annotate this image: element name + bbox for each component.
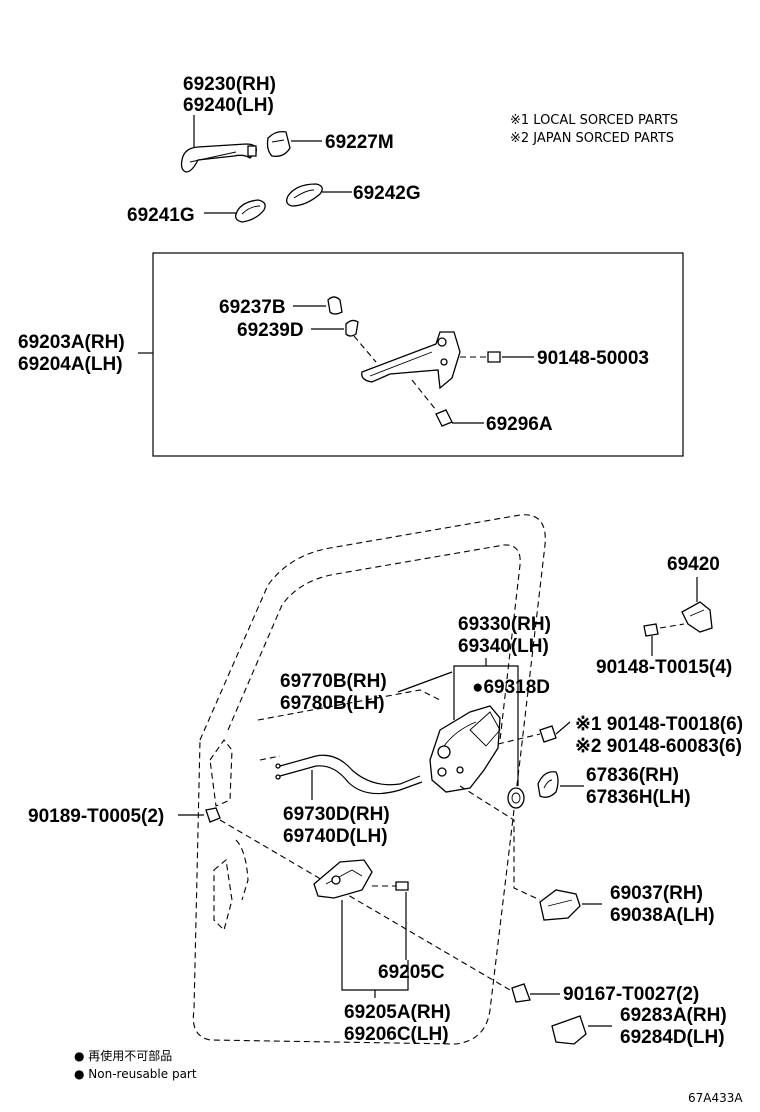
- label-69296A[interactable]: 69296A: [486, 414, 553, 435]
- label-69227M[interactable]: 69227M: [325, 132, 394, 153]
- label-69240[interactable]: 69240(LH): [183, 95, 274, 116]
- seal-67836-shape: [537, 771, 559, 798]
- label-90189[interactable]: 90189-T0005(2): [28, 806, 164, 827]
- label-69203A[interactable]: 69203A(RH): [18, 332, 125, 353]
- label-69318D[interactable]: ●69318D: [472, 677, 550, 698]
- label-69284D[interactable]: 69284D(LH): [620, 1027, 725, 1048]
- note-local-sourced: ※1 LOCAL SORCED PARTS: [510, 113, 678, 128]
- label-90148-T0018[interactable]: ※1 90148-T0018(6): [575, 714, 743, 735]
- screw-90148-T0018: [539, 725, 557, 743]
- label-67836H[interactable]: 67836H(LH): [586, 787, 691, 808]
- inside-handle-shape: [313, 859, 373, 899]
- legend: ● 再使用不可部品 ● Non-reusable part: [74, 1048, 197, 1081]
- handle-pad-shape: [286, 183, 323, 207]
- bolt-90148-T0015: [643, 623, 659, 637]
- label-69204A[interactable]: 69204A(LH): [18, 354, 123, 375]
- door-striker-shape: [681, 601, 713, 633]
- label-69283A[interactable]: 69283A(RH): [620, 1005, 727, 1026]
- label-67836[interactable]: 67836(RH): [586, 765, 679, 786]
- outside-handle-group: 69230(RH) 69240(LH) 69227M 69242G 69241G…: [127, 74, 678, 226]
- label-90148-50003[interactable]: 90148-50003: [537, 348, 649, 369]
- lock-cable-upper: [279, 754, 421, 786]
- screw-90167: [511, 983, 531, 1003]
- label-69205C[interactable]: 69205C: [378, 962, 445, 983]
- clip-90189: [205, 807, 221, 823]
- label-69237B[interactable]: 69237B: [219, 297, 286, 318]
- lock-cable-lower: [279, 765, 423, 795]
- label-69206C[interactable]: 69206C(LH): [344, 1024, 449, 1045]
- label-69242G[interactable]: 69242G: [353, 183, 421, 204]
- legend-non-reusable-jp: ● 再使用不可部品: [74, 1048, 172, 1063]
- label-69330[interactable]: 69330(RH): [458, 614, 551, 635]
- label-69780B[interactable]: 69780B(LH): [280, 693, 385, 714]
- door-lock-group: 69420 90148-T0015(4) 69330(RH) 69340(LH)…: [28, 514, 743, 1048]
- label-90167[interactable]: 90167-T0027(2): [563, 984, 699, 1005]
- label-90148-T0015[interactable]: 90148-T0015(4): [596, 657, 732, 678]
- bolt-90148-50003: [487, 351, 501, 363]
- handle-cap-shape: [266, 130, 291, 157]
- outside-handle-shape: [180, 143, 257, 173]
- screw-69205C: [395, 881, 409, 891]
- handle-pad-small-shape: [234, 199, 266, 223]
- label-69038A[interactable]: 69038A(LH): [610, 905, 715, 926]
- label-69340[interactable]: 69340(LH): [458, 636, 549, 657]
- door-outline: [192, 514, 546, 1045]
- label-69770B[interactable]: 69770B(RH): [280, 671, 387, 692]
- label-90148-60083[interactable]: ※2 90148-60083(6): [575, 736, 742, 757]
- label-69420[interactable]: 69420: [667, 554, 720, 575]
- legend-non-reusable-en: ● Non-reusable part: [74, 1067, 197, 1081]
- label-69230[interactable]: 69230(RH): [183, 74, 276, 95]
- figure-code: 67A433A: [688, 1091, 743, 1105]
- label-69205A[interactable]: 69205A(RH): [344, 1002, 451, 1023]
- handle-frame-box: 69203A(RH) 69204A(LH) 69237B 69239D 9014…: [18, 252, 684, 457]
- door-lock-shape: [429, 705, 501, 793]
- label-69241G[interactable]: 69241G: [127, 205, 195, 226]
- label-69037[interactable]: 69037(RH): [610, 883, 703, 904]
- note-japan-sourced: ※2 JAPAN SORCED PARTS: [510, 131, 674, 146]
- label-69740D[interactable]: 69740D(LH): [283, 826, 388, 847]
- label-69730D[interactable]: 69730D(RH): [283, 804, 390, 825]
- bolt-69296A: [435, 409, 453, 427]
- handle-bezel-shape: [551, 1015, 587, 1045]
- lock-cover-shape: [539, 889, 581, 921]
- grommet-69318D: [507, 787, 525, 809]
- clip-69239D: [345, 319, 359, 337]
- clip-69237B: [327, 296, 343, 315]
- label-69239D[interactable]: 69239D: [237, 320, 304, 341]
- frame-box: [152, 252, 684, 457]
